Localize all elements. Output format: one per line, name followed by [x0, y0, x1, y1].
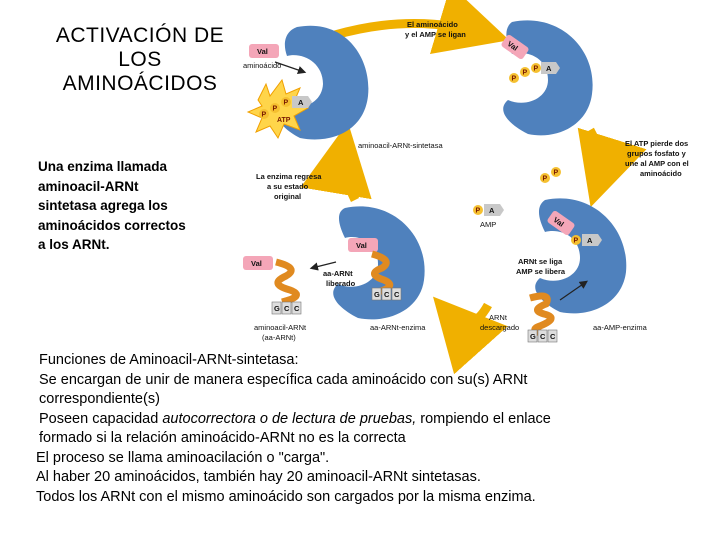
bl-c1: C — [284, 304, 290, 313]
bm-c2: C — [394, 290, 400, 299]
atp-p3: P — [284, 100, 289, 107]
regresa-2: a su estado — [267, 182, 309, 191]
intro-line-1: Una enzima llamada — [38, 159, 168, 174]
functions-text: Funciones de Aminoacil-ARNt-sintetasa: S… — [36, 351, 696, 507]
atp-pierde-3: une al AMP con el — [625, 159, 689, 168]
arrow-release — [309, 261, 337, 271]
tr-a: A — [546, 64, 552, 73]
aminoacido-label: aminoácido — [243, 61, 281, 70]
ligan-line-1: El aminoácido — [407, 20, 458, 29]
valine-tag-top: Val — [249, 44, 279, 58]
pp-p2: P — [554, 170, 559, 177]
atp-p2: P — [273, 106, 278, 113]
aa-amp-enzima-label: aa-AMP-enzima — [593, 323, 648, 332]
valine-tag-bottomright: Val — [547, 210, 575, 236]
title-line-1: ACTIVACIÓN DE — [55, 24, 225, 47]
formado-line: formado si la relación aminoácido-ARNt n… — [39, 430, 406, 446]
intro-line-5: a los ARNt. — [38, 237, 110, 252]
regresa-3: original — [274, 192, 301, 201]
arrow-to-enzyme — [274, 61, 307, 75]
val-label-5: Val — [251, 259, 262, 268]
todos-line: Todos los ARNt con el mismo aminoácido s… — [36, 488, 536, 505]
cycle-arrow-top — [333, 0, 510, 55]
aa-arnt-liberado-1: aa-ARNt — [323, 269, 353, 278]
arnt-descargado-2: descargado — [480, 323, 519, 332]
cycle-arrow-left — [300, 122, 372, 203]
valine-tag-topright: Val — [501, 34, 529, 60]
atp-pierde-4: aminoácido — [640, 169, 682, 178]
amp-a: A — [489, 206, 495, 215]
slide-title: ACTIVACIÓN DE LOS AMINOÁCIDOS — [52, 24, 228, 96]
poseen-b: autocorrectora o de lectura de pruebas, — [162, 410, 417, 427]
cycle-arrow-bottom — [433, 296, 508, 375]
br-g: G — [530, 332, 536, 341]
poseen-line: Poseen capacidad autocorrectora o de lec… — [36, 410, 696, 430]
atp-pierde-1: El ATP pierde dos — [625, 139, 688, 148]
trna-uncharged: G C C — [527, 292, 558, 343]
trna-bound: G C C — [371, 250, 402, 301]
tr-p1: P — [512, 76, 517, 83]
encargan-line-1: Se encargan de unir de manera específica… — [39, 371, 528, 388]
pp-p1: P — [543, 176, 548, 183]
aminoacil-arnt-1: aminoacil-ARNt — [254, 323, 307, 332]
bm-g: G — [374, 290, 380, 299]
bl-g: G — [274, 304, 280, 313]
poseen-c: rompiendo el enlace — [416, 410, 551, 427]
funciones-heading: Funciones de Aminoacil-ARNt-sintetasa: — [39, 352, 299, 368]
atp-burst: P P P A ATP — [246, 78, 312, 140]
regresa-1: La enzima regresa — [256, 172, 322, 181]
trna-charged: G C C — [271, 258, 302, 315]
br-p: P — [574, 238, 579, 245]
atp-p1: P — [262, 112, 267, 119]
amp-p: P — [476, 208, 481, 215]
aa-arnt-liberado-2: liberado — [326, 279, 356, 288]
atp-a: A — [298, 98, 304, 107]
intro-text: Una enzima llamada aminoacil-ARNt sintet… — [38, 157, 228, 255]
tr-p2: P — [523, 70, 528, 77]
enzyme-aa-arnt-enzima — [333, 206, 425, 320]
poseen-a: Poseen capacidad — [39, 410, 163, 427]
amp-label: AMP — [480, 220, 496, 229]
bm-c1: C — [384, 290, 390, 299]
cycle-arrow-right — [577, 127, 647, 208]
arrow-trna-to-enzyme — [559, 280, 588, 301]
br-c2: C — [550, 332, 556, 341]
br-c1: C — [540, 332, 546, 341]
title-line-3: AMINOÁCIDOS — [62, 72, 218, 95]
valine-tag-bottommiddle: Val — [348, 238, 378, 252]
aminoacil-arnt-2: (aa-ARNt) — [262, 333, 296, 342]
encargan-line-2: correspondiente(s) — [39, 391, 160, 407]
enzyme-name-label: aminoacil-ARNt-sintetasa — [358, 141, 443, 150]
atp-pierde-2: grupos fosfato y — [627, 149, 687, 158]
bl-c2: C — [294, 304, 300, 313]
valine-tag-released: Val — [243, 256, 273, 270]
tr-p3: P — [534, 66, 539, 73]
val-label-4: Val — [356, 241, 367, 250]
atp-text: ATP — [277, 117, 291, 124]
se-liga-2: AMP se libera — [516, 267, 566, 276]
intro-line-4: aminoácidos correctos — [38, 217, 186, 233]
intro-line-3: sintetasa agrega los — [38, 198, 168, 213]
arnt-descargado-1: ARNt — [489, 313, 508, 322]
se-liga-1: ARNt se liga — [518, 257, 563, 266]
br-a: A — [587, 236, 593, 245]
proceso-line: El proceso se llama aminoacilación o "ca… — [36, 449, 330, 466]
haber-line: Al haber 20 aminoácidos, también hay 20 … — [36, 469, 481, 485]
intro-line-2: aminoacil-ARNt — [38, 178, 139, 194]
title-line-2: LOS — [118, 48, 162, 71]
ligan-line-2: y el AMP se ligan — [405, 30, 466, 39]
val-label-1: Val — [257, 47, 268, 56]
aa-arnt-enzima-label: aa-ARNt-enzima — [370, 323, 426, 332]
